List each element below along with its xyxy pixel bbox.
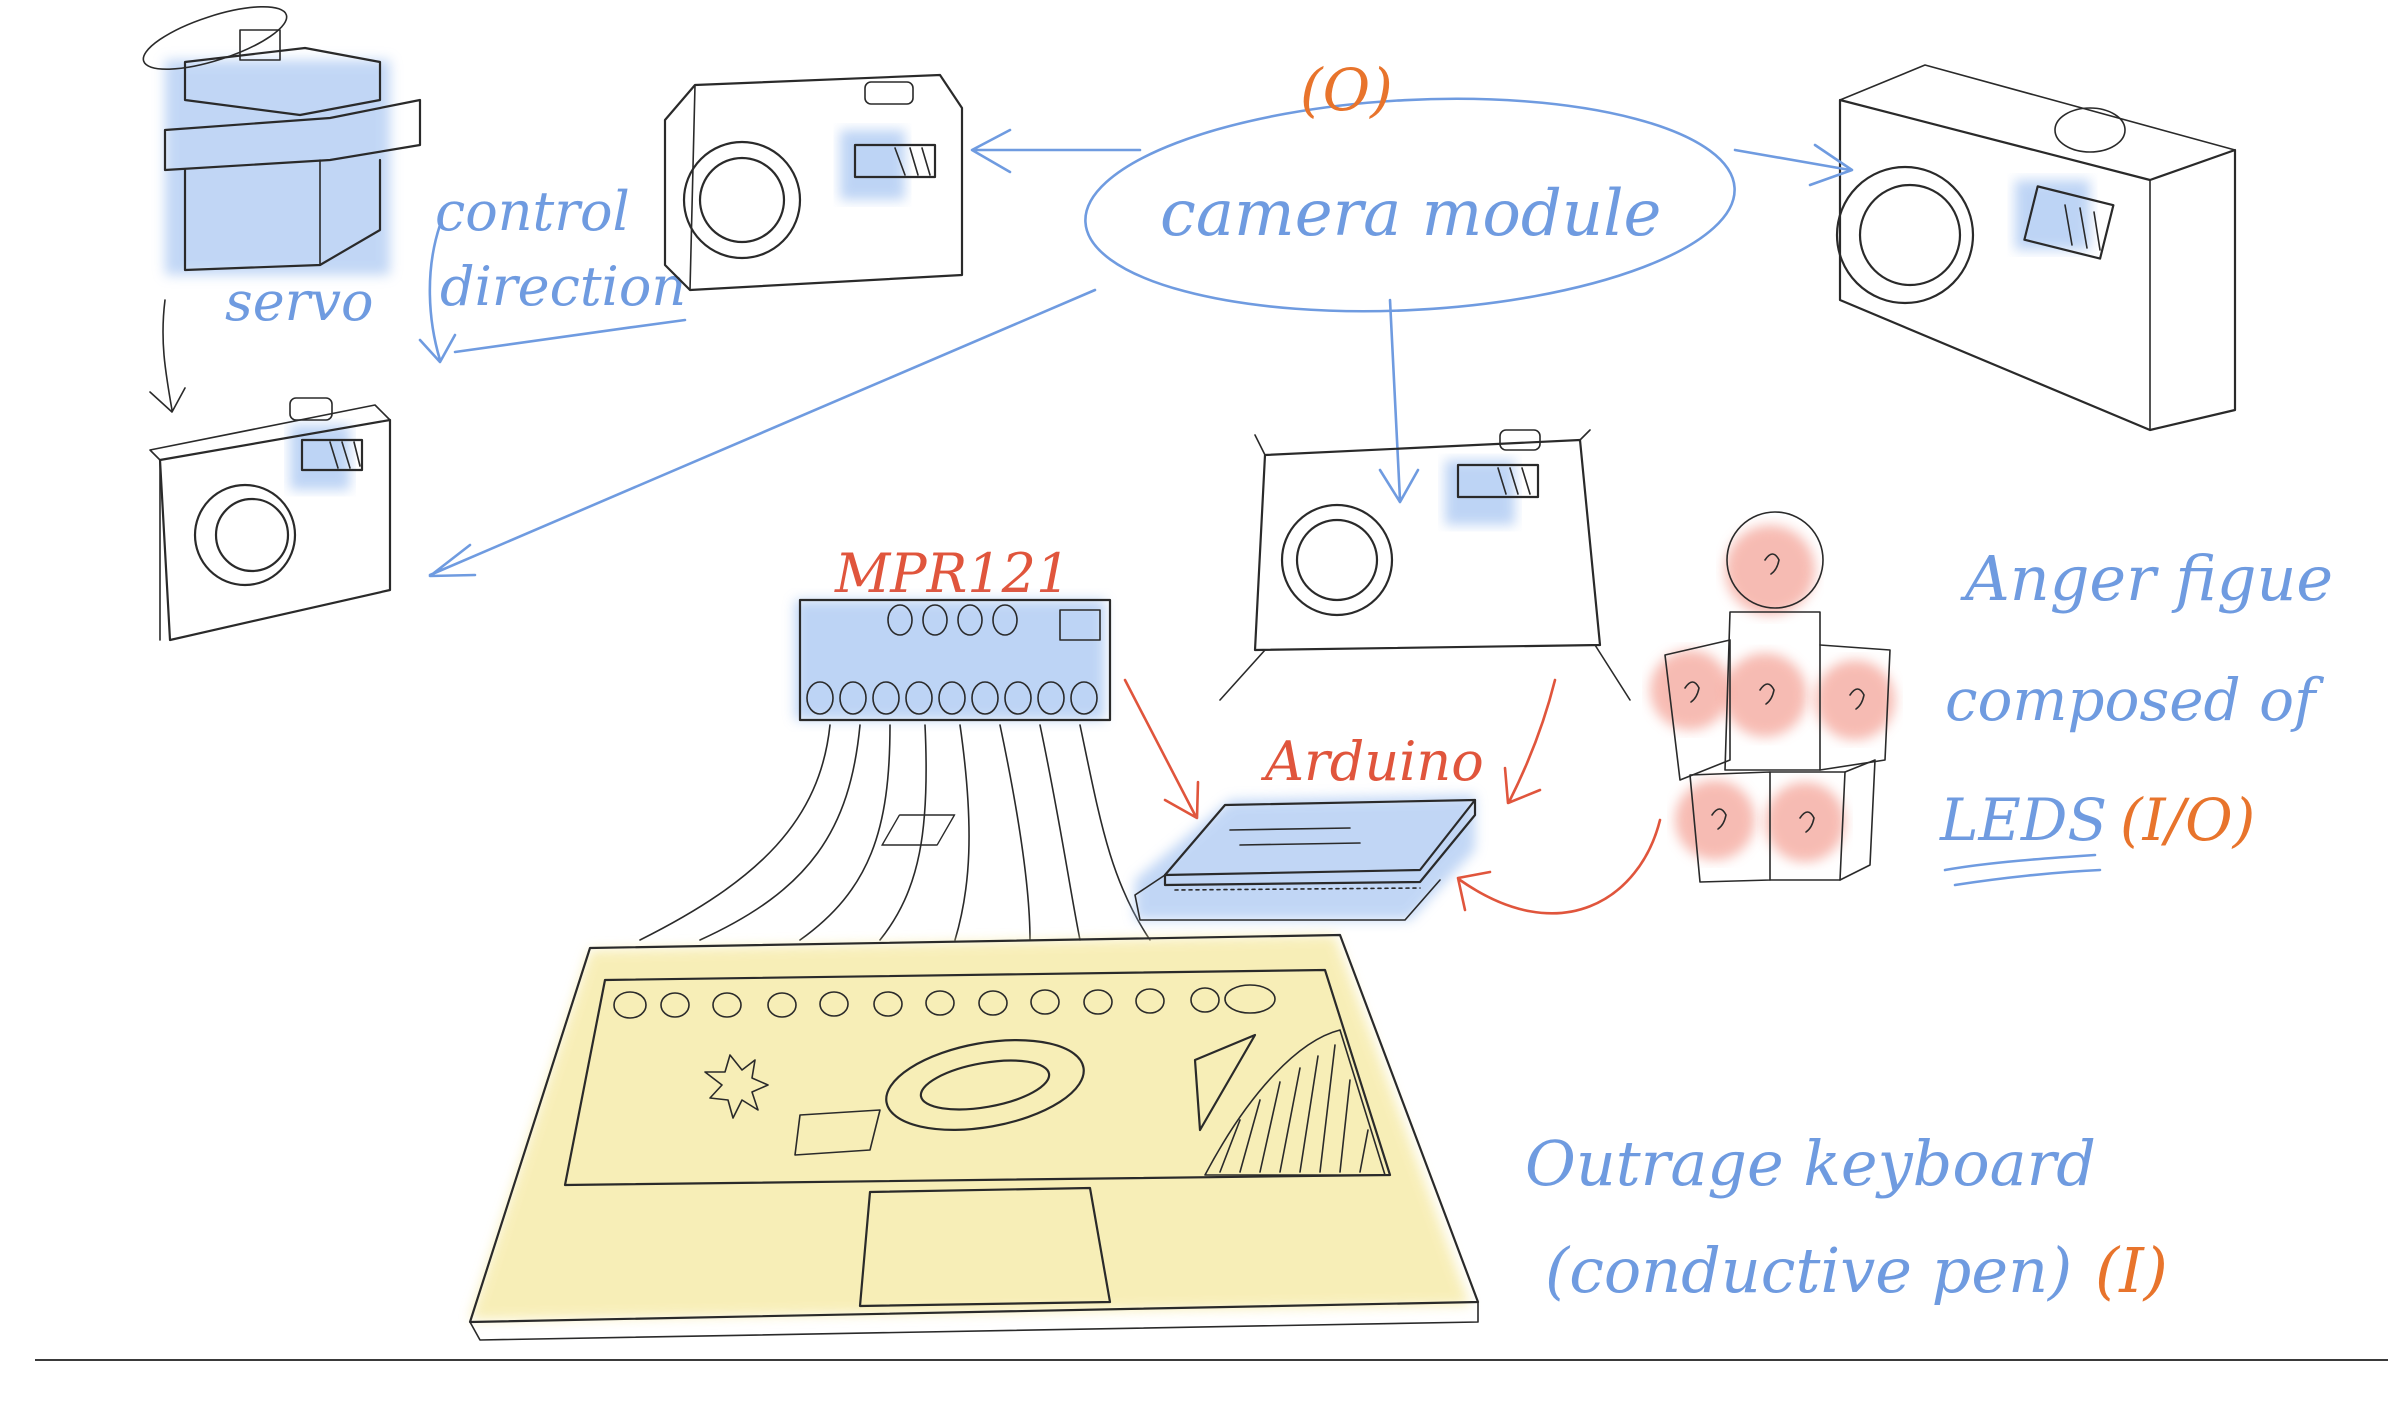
arduino-board-icon [881, 795, 1477, 921]
servo-label: servo [225, 270, 374, 333]
camera-module-label: camera module [1160, 177, 1661, 251]
figure-to-arduino-arrow [1456, 818, 1662, 915]
leds-underline [1943, 853, 2102, 887]
camera-icon [1219, 429, 1631, 701]
servo-to-camera-arrow [149, 299, 186, 413]
composed-of-label: composed of [1945, 666, 2325, 734]
leds-label: LEDS [1939, 786, 2107, 854]
conductive-pen-label: (conductive pen) [1545, 1234, 2072, 1307]
arduino-label: Arduino [1260, 730, 1484, 793]
camera-module-node [1084, 97, 1736, 313]
leds-io-tag: (I/O) [2120, 786, 2255, 854]
mpr121-board-icon [795, 598, 1112, 722]
arrow-to-center-camera [1378, 298, 1420, 504]
direction-underline [453, 318, 687, 354]
control-label: control [435, 180, 630, 243]
arrow-to-top-camera [970, 128, 1142, 174]
wires [639, 724, 1151, 941]
direction-label: direction [440, 255, 686, 318]
anger-figure-label: Anger figue [1960, 542, 2333, 615]
keyboard-icon [468, 933, 1480, 1341]
mpr121-to-arduino-arrow [1123, 678, 1200, 820]
output-tag: (O) [1300, 56, 1393, 124]
control-bracket [418, 223, 457, 364]
servo-icon [142, 5, 422, 275]
outrage-keyboard-label: Outrage keyboard [1525, 1127, 2096, 1200]
keyboard-input-tag: (I) [2095, 1234, 2168, 1307]
camera-icon [1835, 64, 2237, 432]
mpr121-label: MPR121 [834, 542, 1070, 605]
center-camera-to-arduino-arrow [1503, 678, 1557, 805]
camera-icon [663, 73, 964, 292]
arrow-to-right-camera [1733, 143, 1854, 187]
camera-icon [149, 397, 392, 642]
led-figure-icon [1650, 511, 1895, 883]
arrow-to-left-camera [428, 288, 1097, 578]
